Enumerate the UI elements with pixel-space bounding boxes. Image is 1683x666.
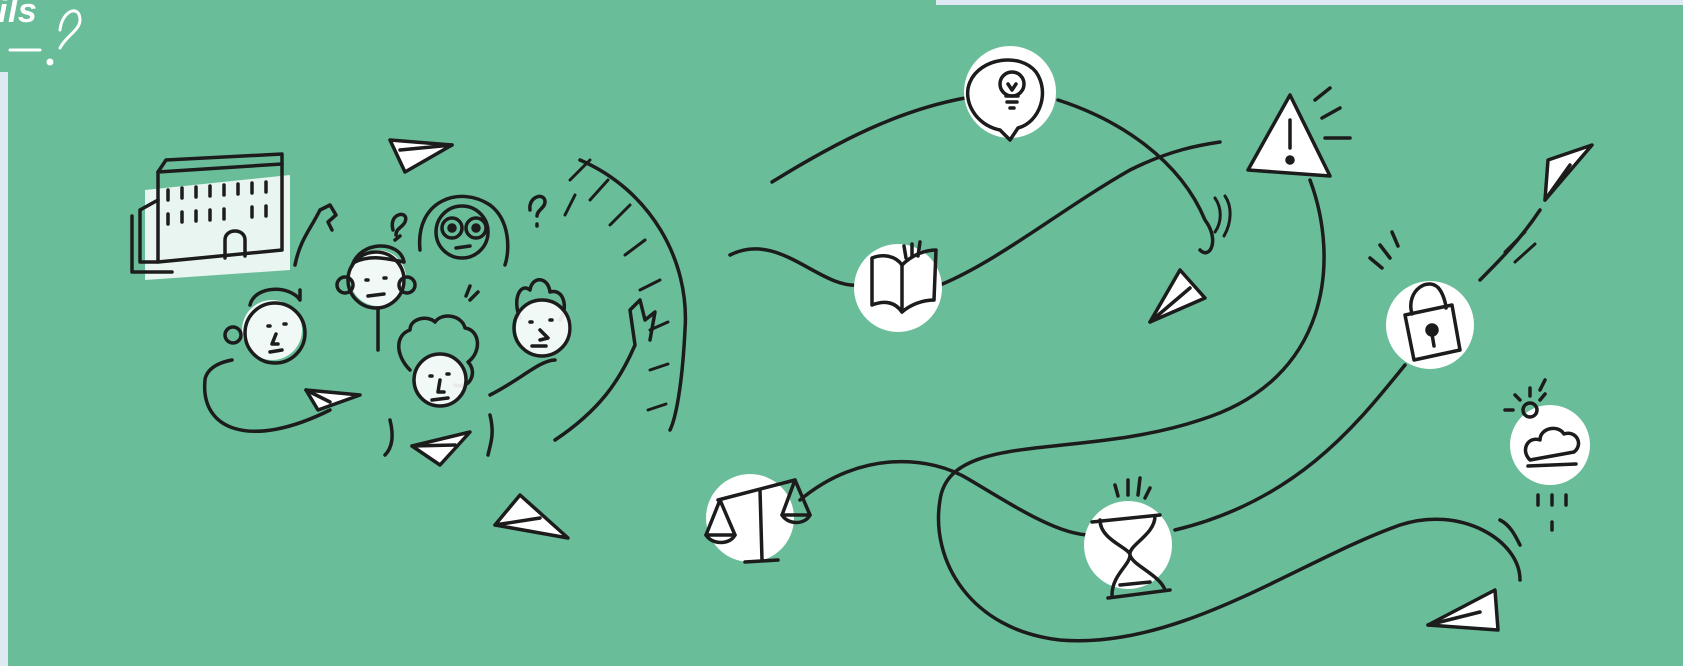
hourglass-icon <box>1084 478 1172 598</box>
paper-plane-icon <box>1150 270 1205 322</box>
open-book-icon <box>854 242 942 332</box>
corner-question-mark-icon <box>10 11 80 64</box>
weather-cloud-icon <box>1500 380 1590 545</box>
crowd-arc-line <box>580 160 685 430</box>
person-cap-icon <box>205 289 330 431</box>
paper-plane-icon <box>306 390 360 410</box>
person-pointing-icon <box>490 280 655 440</box>
paper-plane-icon <box>1545 145 1592 200</box>
paper-plane-icon <box>1428 590 1498 630</box>
balance-scale-icon <box>706 474 810 562</box>
person-waving-icon <box>295 205 415 350</box>
warning-triangle-icon <box>1248 88 1350 176</box>
crowd-arc-ticks <box>565 160 668 410</box>
person-curly-hair-icon <box>385 286 492 455</box>
paper-plane-icon <box>412 432 470 465</box>
lightbulb-speech-bubble-icon <box>964 46 1056 140</box>
building-icon <box>132 154 290 280</box>
person-with-glasses-icon <box>392 196 545 265</box>
motion-marks <box>1215 196 1535 262</box>
paper-plane-icon <box>495 495 568 538</box>
paper-plane-icon <box>390 140 452 172</box>
padlock-icon <box>1370 232 1474 369</box>
